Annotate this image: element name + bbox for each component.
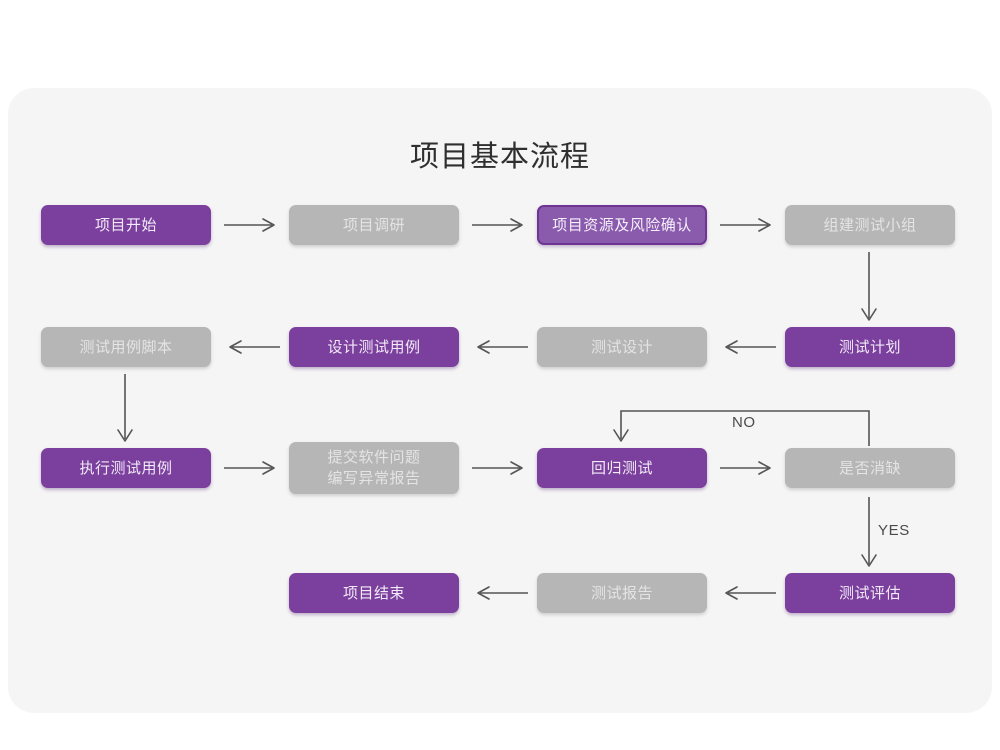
node-label: 测试计划 xyxy=(838,338,901,356)
node-label: 组建测试小组 xyxy=(823,216,917,234)
node-label: 测试设计 xyxy=(590,338,653,356)
node-project-start[interactable]: 项目开始 xyxy=(41,205,211,245)
node-label: 执行测试用例 xyxy=(79,459,173,477)
node-submit-defect-report[interactable]: 提交软件问题 编写异常报告 xyxy=(289,442,459,494)
node-label: 设计测试用例 xyxy=(327,338,421,356)
node-label: 项目开始 xyxy=(94,216,157,234)
node-label: 测试用例脚本 xyxy=(79,338,173,356)
edge-label-no: NO xyxy=(732,414,756,431)
node-label: 是否消缺 xyxy=(838,459,901,477)
node-label: 测试评估 xyxy=(838,584,901,602)
node-resource-risk-confirm[interactable]: 项目资源及风险确认 xyxy=(537,205,707,245)
page-title: 项目基本流程 xyxy=(409,141,590,173)
node-label-line-2: 编写异常报告 xyxy=(327,470,421,487)
node-label: 测试报告 xyxy=(590,584,653,602)
node-build-test-team[interactable]: 组建测试小组 xyxy=(785,205,955,245)
node-label-line-1: 提交软件问题 xyxy=(327,449,421,466)
node-test-report[interactable]: 测试报告 xyxy=(537,573,707,613)
node-test-case-script[interactable]: 测试用例脚本 xyxy=(41,327,211,367)
node-label: 项目结束 xyxy=(342,584,405,602)
node-regression-test[interactable]: 回归测试 xyxy=(537,448,707,488)
node-test-design[interactable]: 测试设计 xyxy=(537,327,707,367)
node-project-end[interactable]: 项目结束 xyxy=(289,573,459,613)
node-test-plan[interactable]: 测试计划 xyxy=(785,327,955,367)
node-label: 回归测试 xyxy=(590,459,653,477)
node-defect-resolved-decision[interactable]: 是否消缺 xyxy=(785,448,955,488)
node-test-evaluation[interactable]: 测试评估 xyxy=(785,573,955,613)
node-label: 项目资源及风险确认 xyxy=(552,216,692,234)
node-label: 项目调研 xyxy=(342,216,405,234)
edge-label-yes: YES xyxy=(878,522,910,539)
node-execute-test-case[interactable]: 执行测试用例 xyxy=(41,448,211,488)
node-design-test-case[interactable]: 设计测试用例 xyxy=(289,327,459,367)
node-project-research[interactable]: 项目调研 xyxy=(289,205,459,245)
diagram-card xyxy=(8,88,992,713)
